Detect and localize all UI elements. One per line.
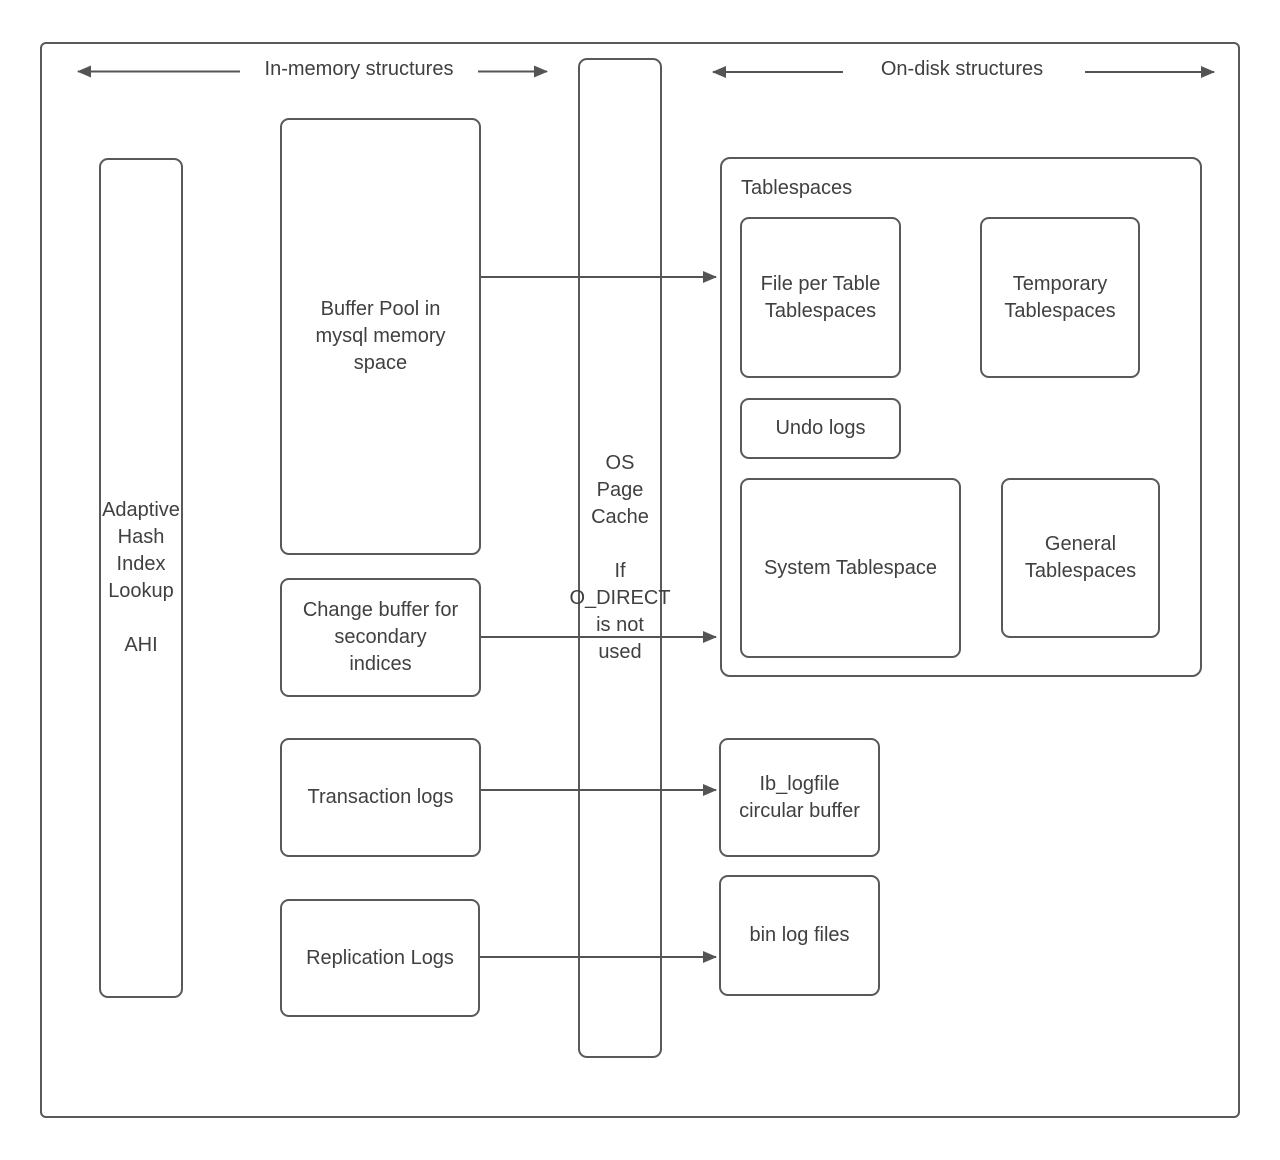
bin-log-files-box: bin log files [719,875,880,996]
transaction-logs-label: Transaction logs [307,786,454,808]
ib-logfile-circular-buffer-box: Ib_logfile circular buffer [719,738,880,857]
temporary-tablespaces-box: Temporary Tablespaces [980,217,1140,378]
system-tablespace-box: System Tablespace [740,478,961,658]
tablespaces-title: Tablespaces [741,177,853,199]
buffer-pool-label: Buffer Pool in mysql memory space [315,298,446,374]
buffer-pool-box: Buffer Pool in mysql memory space [280,118,481,555]
undo-logs-label: Undo logs [775,417,866,439]
replication-logs-label: Replication Logs [306,946,454,969]
in-memory-structures-header: In-memory structures [264,58,454,80]
replication-logs-box: Replication Logs [280,899,480,1017]
change-buffer-label: Change buffer for secondary indices [302,599,459,675]
adaptive-hash-index-box: Adaptive Hash Index Lookup AHI [99,158,183,998]
general-tablespaces-label: General Tablespaces [1024,533,1137,582]
change-buffer-box: Change buffer for secondary indices [280,578,481,697]
temporary-tablespaces-label: Temporary Tablespaces [1004,272,1116,322]
ib-logfile-circular-buffer-label: Ib_logfile circular buffer [739,772,860,822]
file-per-table-tablespaces-box: File per Table Tablespaces [740,217,901,378]
system-tablespace-label: System Tablespace [763,556,938,579]
on-disk-structures-header: On-disk structures [880,58,1044,80]
os-page-cache-box: OS Page Cache If O_DIRECT is not used [569,58,671,1058]
adaptive-hash-index-label: Adaptive Hash Index Lookup AHI [102,499,180,656]
general-tablespaces-box: General Tablespaces [1001,478,1160,638]
diagram-outer-frame [40,42,1240,1118]
os-page-cache-label: OS Page Cache If O_DIRECT is not used [569,452,671,663]
transaction-logs-box: Transaction logs [280,738,481,857]
bin-log-files-label: bin log files [749,924,850,946]
file-per-table-tablespaces-label: File per Table Tablespaces [760,272,881,322]
undo-logs-box: Undo logs [740,398,901,459]
